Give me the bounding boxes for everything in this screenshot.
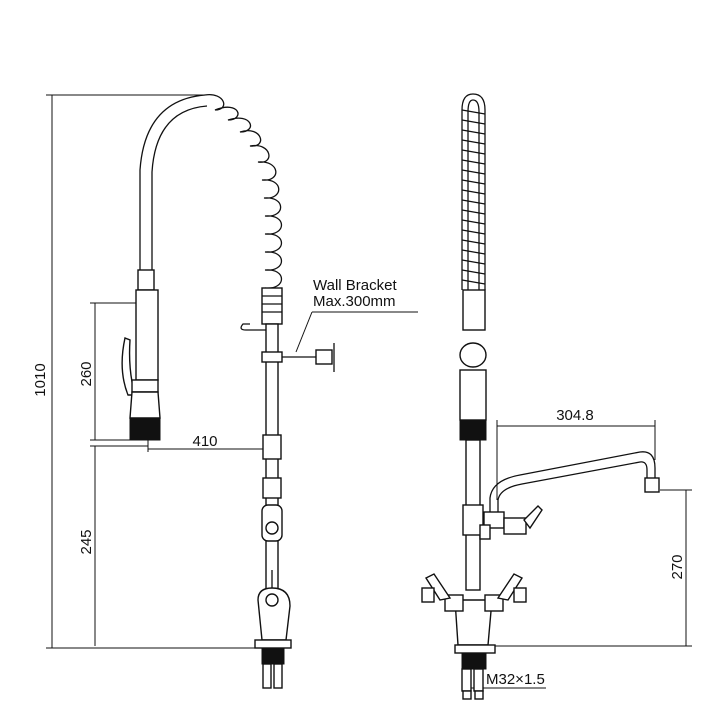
dim-label-410: 410 <box>192 433 217 450</box>
pre-rinse-faucet-front-view <box>421 93 660 700</box>
spray-head <box>121 269 161 441</box>
pre-rinse-faucet-side-view <box>121 94 335 689</box>
dim-label-260: 260 <box>78 361 95 386</box>
thread-label: M32×1.5 <box>486 671 545 688</box>
dim-label-245: 245 <box>78 529 95 554</box>
dimension-245: 245 <box>78 445 148 646</box>
dimension-270: 270 <box>495 489 692 647</box>
spring-coil <box>204 94 282 289</box>
callout-max-300mm: Max.300mm <box>313 293 396 310</box>
front-spring-coil <box>461 109 486 285</box>
dimension-260: 260 <box>78 302 140 441</box>
dimension-1010: 1010 <box>32 94 262 649</box>
dimension-410: 410 <box>147 433 270 452</box>
dim-label-304-8: 304.8 <box>556 407 594 424</box>
wall-bracket-callout: Wall Bracket Max.300mm <box>295 277 418 353</box>
callout-wall-bracket: Wall Bracket <box>313 277 397 294</box>
dim-label-1010: 1010 <box>32 363 49 396</box>
dim-label-270: 270 <box>669 554 686 579</box>
dimension-304-8: 304.8 <box>496 407 656 500</box>
